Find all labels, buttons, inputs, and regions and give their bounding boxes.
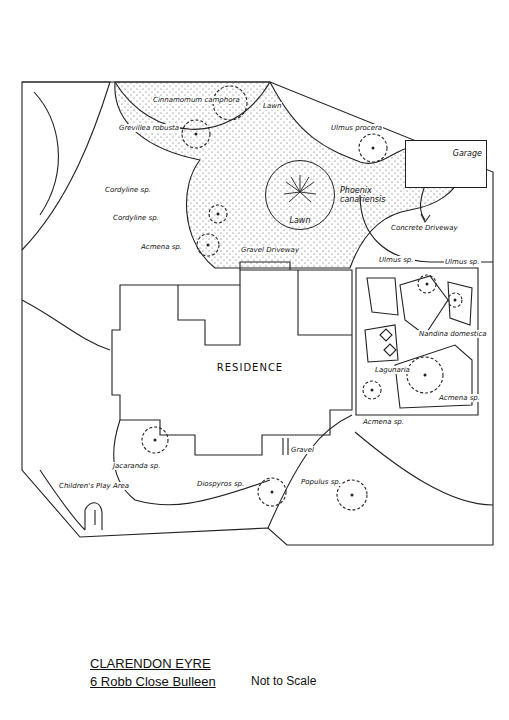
shrub-symbols	[380, 329, 396, 356]
garden-bed	[22, 82, 110, 250]
steps	[283, 438, 288, 455]
plant-label: Lagunaria	[374, 366, 411, 374]
plant-label: Jacaranda sp.	[112, 462, 161, 470]
palm-symbol	[284, 175, 316, 202]
garage-box: Garage	[405, 140, 487, 188]
driveway-arrow	[421, 214, 430, 222]
plan-address: 6 Robb Close Bulleen	[90, 674, 216, 689]
plant-label: Populus sp.	[300, 478, 342, 486]
node-text: Lawn	[290, 216, 311, 225]
plant-label: Ulmus sp.	[444, 258, 481, 266]
node-text: Garage	[453, 149, 482, 158]
plant-label: Nandina domestica	[418, 330, 488, 338]
lawn-edge	[355, 432, 493, 505]
plant-label: Phoenix canariensis	[340, 186, 388, 204]
concrete-driveway	[360, 195, 493, 262]
garden-bed	[356, 268, 478, 415]
plant-label: Acmena sp.	[140, 243, 183, 251]
residence-outline	[112, 270, 352, 455]
node-text: RESIDENCE	[217, 362, 283, 373]
plant-label: Cinnamomum camphora	[152, 96, 241, 104]
plant-label: Acmena sp.	[362, 418, 405, 426]
plant-label: Grevillea robusta	[118, 124, 180, 132]
garden-bed	[448, 282, 472, 325]
garden-bed	[365, 325, 398, 362]
lawn-circle: Phoenix canariensisLawn	[265, 160, 335, 230]
play-area	[40, 470, 102, 530]
residence-label: RESIDENCE	[195, 352, 305, 382]
lawn-edge	[268, 415, 352, 528]
residence-wall	[298, 270, 352, 335]
lawn-edge	[22, 300, 110, 350]
plant-label: Concrete Driveway	[390, 224, 459, 232]
plant-label: Gravel	[290, 446, 315, 454]
lawn-edge	[115, 82, 270, 129]
plant-label: Ulmus procera	[330, 124, 383, 132]
garden-bed	[400, 276, 448, 335]
plant-label: Cordyline sp.	[112, 214, 160, 222]
plant-label: Acmena sp.	[438, 394, 481, 402]
garden-bed	[34, 92, 58, 215]
plant-label: Lawn	[262, 102, 282, 110]
residence-wall	[240, 262, 290, 270]
plan-title: CLARENDON EYRE	[90, 656, 211, 671]
property-boundary	[22, 82, 493, 545]
scale-note: Not to Scale	[250, 674, 317, 688]
plant-label: Ulmus sp.	[378, 256, 415, 264]
garden-bed	[367, 278, 398, 315]
plant-label: Children's Play Area	[58, 482, 130, 490]
plant-label: Gravel Driveway	[240, 246, 300, 254]
residence-wall	[178, 285, 240, 345]
plant-label: Diospyros sp.	[196, 480, 245, 488]
plant-label: Cordyline sp.	[104, 186, 152, 194]
